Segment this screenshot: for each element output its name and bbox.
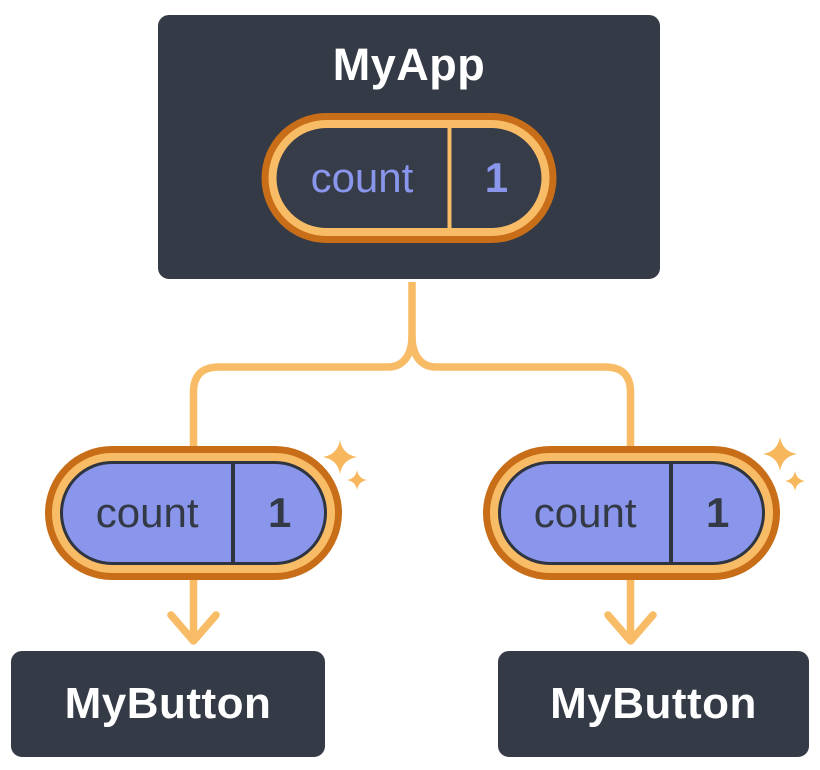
sparkle-large-icon xyxy=(763,437,797,471)
pill-ring: count 1 xyxy=(52,453,335,573)
arrow-left-head-icon xyxy=(167,611,220,645)
pill-divider xyxy=(231,464,236,562)
state-value: 1 xyxy=(705,489,730,536)
connector-right-branch xyxy=(408,332,635,464)
node-myapp-title: MyApp xyxy=(332,39,486,90)
pill-ring: count 1 xyxy=(490,453,773,573)
arrow-right-head-icon xyxy=(604,611,657,645)
pill-body: count 1 xyxy=(498,461,765,565)
state-name: count xyxy=(310,154,414,201)
pill-body: count 1 xyxy=(60,461,327,565)
state-pill-myapp: count 1 xyxy=(261,113,557,243)
node-myapp: MyApp count 1 xyxy=(155,12,663,282)
state-name: count xyxy=(95,489,199,536)
pill-ring: count 1 xyxy=(268,120,550,236)
state-pill-left: count 1 xyxy=(45,446,342,580)
node-mybutton-left: MyButton xyxy=(8,648,328,760)
connector-left-branch xyxy=(189,278,416,464)
state-value: 1 xyxy=(484,154,509,201)
state-pill-right: count 1 xyxy=(483,446,780,580)
sparkle-small-icon xyxy=(785,471,805,491)
sparkle-large-icon xyxy=(323,440,357,474)
pill-divider xyxy=(669,464,674,562)
state-value: 1 xyxy=(267,489,292,536)
pill-body: count 1 xyxy=(276,128,542,228)
node-mybutton-right-title: MyButton xyxy=(550,679,757,728)
node-mybutton-right: MyButton xyxy=(495,648,812,760)
state-name: count xyxy=(533,489,637,536)
sparkle-small-icon xyxy=(347,470,367,490)
node-mybutton-left-title: MyButton xyxy=(64,679,272,728)
pill-divider xyxy=(447,128,452,228)
